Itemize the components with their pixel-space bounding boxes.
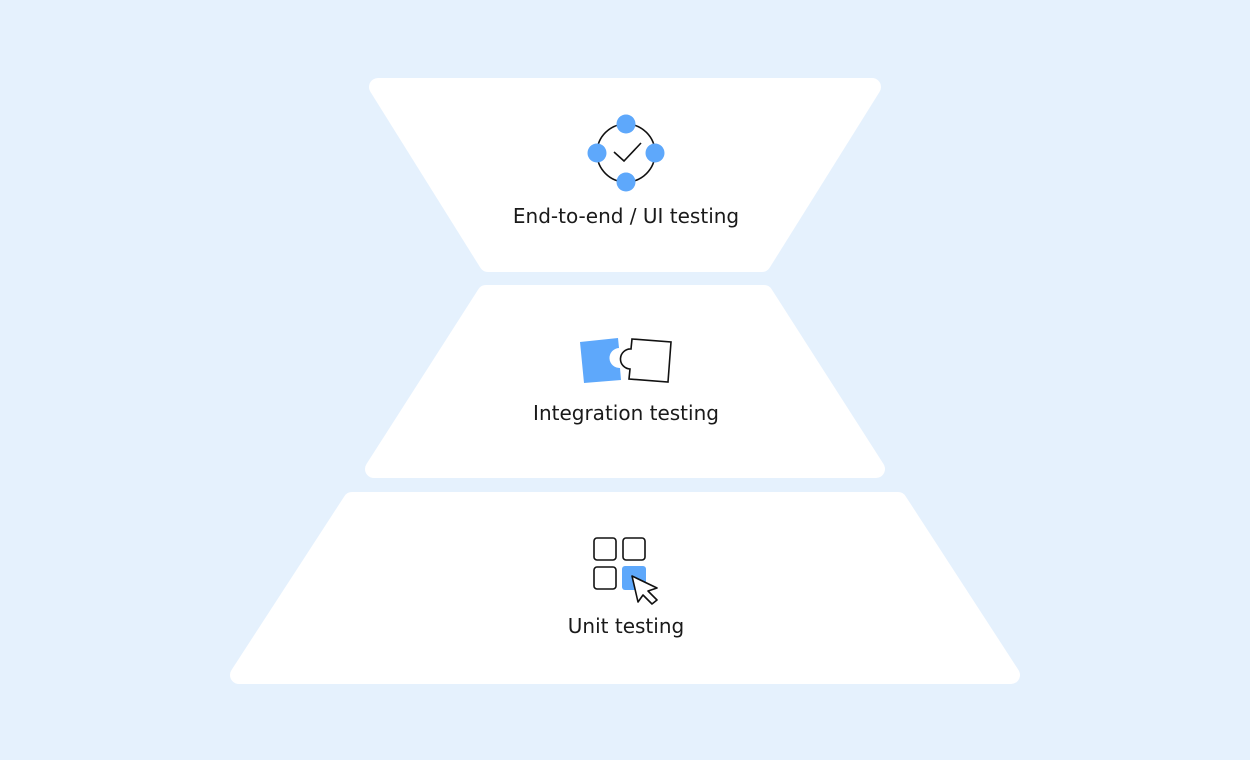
tier-shape — [365, 285, 885, 478]
tier-integration: Integration testing — [365, 285, 885, 478]
tier-label: End-to-end / UI testing — [513, 204, 739, 228]
tier-label: Unit testing — [568, 614, 684, 638]
tier-end-to-end: End-to-end / UI testing — [369, 78, 881, 272]
check-circle-nodes-icon — [587, 114, 665, 192]
grid-cursor-icon — [593, 537, 658, 605]
tier-label: Integration testing — [533, 401, 719, 425]
tier-unit: Unit testing — [230, 492, 1020, 684]
puzzle-pieces-icon — [580, 338, 672, 383]
